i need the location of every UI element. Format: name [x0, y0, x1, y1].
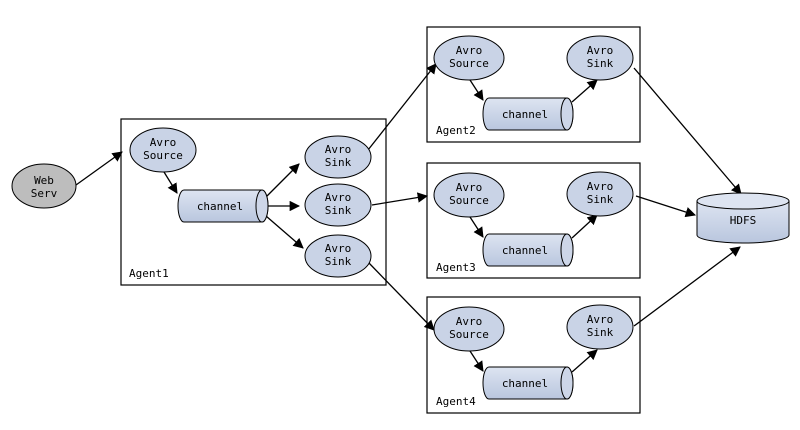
svg-text:Source: Source: [449, 194, 489, 207]
svg-text:Avro: Avro: [587, 44, 614, 57]
svg-text:Sink: Sink: [325, 255, 352, 268]
agent2-source-node: Avro Source: [433, 35, 505, 81]
edge-sink1-to-agent2: [367, 63, 437, 151]
svg-text:Avro: Avro: [150, 136, 177, 149]
agent2-label: Agent2: [436, 124, 476, 137]
agent1-sink-3: Avro Sink: [304, 234, 372, 278]
agent1-sink-2: Avro Sink: [304, 183, 372, 227]
agent3-label: Agent3: [436, 261, 476, 274]
edge-agent4-sink-to-hdfs: [633, 246, 741, 327]
agent3-box: [426, 162, 641, 279]
svg-text:Avro: Avro: [325, 242, 352, 255]
edge-agent4-source-to-channel: [469, 350, 484, 372]
agent3-sink-node: Avro Sink: [566, 171, 634, 217]
agent3-channel-label: channel: [502, 244, 548, 257]
edge-agent3-sink-to-hdfs: [635, 195, 696, 218]
svg-text:Avro: Avro: [456, 315, 483, 328]
agent2-channel-label: channel: [502, 108, 548, 121]
agent4-box: [426, 296, 641, 414]
edge-agent2-source-to-channel: [469, 79, 484, 101]
edge-sink2-to-agent3: [371, 192, 429, 206]
edge-agent1-channel-to-sink1: [265, 163, 300, 198]
edge-agent3-channel-to-sink: [571, 214, 598, 239]
edge-agent1-channel-to-sink3: [265, 215, 304, 249]
svg-text:Sink: Sink: [587, 57, 614, 70]
edges: [75, 63, 742, 373]
edge-agent3-source-to-channel: [469, 216, 484, 238]
edge-web-to-agent1-source: [75, 151, 123, 186]
svg-text:Avro: Avro: [325, 191, 352, 204]
hdfs-label: HDFS: [730, 214, 757, 227]
agent4-channel: channel: [482, 366, 574, 400]
agent4-label: Agent4: [436, 395, 476, 408]
agent2-sink-node: Avro Sink: [566, 35, 634, 81]
hdfs-storage: HDFS: [696, 192, 790, 244]
agent1-label: Agent1: [129, 267, 169, 280]
agent1-channel-label: channel: [197, 200, 243, 213]
edge-agent4-channel-to-sink: [571, 349, 598, 373]
web-server-node: Web Serv: [11, 163, 77, 209]
edge-sink3-to-agent4: [367, 261, 435, 331]
svg-text:Sink: Sink: [325, 156, 352, 169]
svg-text:Sink: Sink: [587, 326, 614, 339]
agent1-sink-1: Avro Sink: [304, 135, 372, 179]
svg-text:Avro: Avro: [587, 180, 614, 193]
svg-text:Source: Source: [143, 149, 183, 162]
agent3-source-node: Avro Source: [433, 172, 505, 218]
agent4-source-node: Avro Source: [433, 306, 505, 352]
web-server-label-line1: Web: [34, 174, 54, 187]
agent4-sink-node: Avro Sink: [566, 304, 634, 350]
web-server-label-line2: Serv: [31, 187, 58, 200]
agent1-source-node: Avro Source: [129, 127, 197, 173]
svg-text:Source: Source: [449, 57, 489, 70]
svg-text:Source: Source: [449, 328, 489, 341]
agent1-channel: channel: [177, 189, 269, 223]
edge-agent2-sink-to-hdfs: [633, 67, 742, 195]
agent2-box: [426, 26, 641, 143]
svg-text:Avro: Avro: [325, 143, 352, 156]
svg-text:Sink: Sink: [325, 204, 352, 217]
agent3-channel: channel: [482, 233, 574, 267]
svg-text:Avro: Avro: [587, 313, 614, 326]
edge-agent1-source-to-channel: [163, 171, 178, 194]
agent4-channel-label: channel: [502, 377, 548, 390]
agent2-channel: channel: [482, 97, 574, 131]
svg-text:Sink: Sink: [587, 193, 614, 206]
svg-text:Avro: Avro: [456, 44, 483, 57]
agent1-box: [120, 118, 387, 286]
edge-agent2-channel-to-sink: [571, 79, 598, 103]
svg-text:Avro: Avro: [456, 181, 483, 194]
